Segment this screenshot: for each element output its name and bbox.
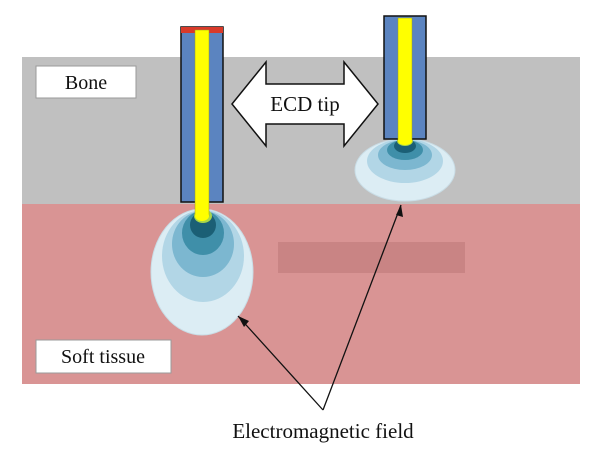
- bone-label: Bone: [65, 72, 107, 94]
- soft-tissue-label: Soft tissue: [61, 346, 145, 368]
- bone-label-box: [35, 65, 137, 99]
- tissue-overlay-band: [278, 242, 465, 273]
- left-ecd-probe: [180, 26, 224, 221]
- soft-tissue-label-box: [35, 339, 172, 374]
- ecd-tip-label: ECD tip: [270, 92, 339, 116]
- electromagnetic-field-label: Electromagnetic field: [232, 419, 414, 443]
- left-electromagnetic-field: [150, 208, 254, 336]
- field-pointer-lines: [237, 204, 403, 411]
- left-pointer-arrowhead: [238, 316, 249, 327]
- left-pointer-line: [237, 315, 324, 411]
- right-ecd-probe: [383, 15, 427, 145]
- ecd-tip-arrow: ECD tip: [231, 59, 379, 149]
- right-pointer-arrowhead: [396, 205, 403, 217]
- right-pointer-line: [322, 204, 402, 411]
- right-electromagnetic-field: [354, 136, 456, 202]
